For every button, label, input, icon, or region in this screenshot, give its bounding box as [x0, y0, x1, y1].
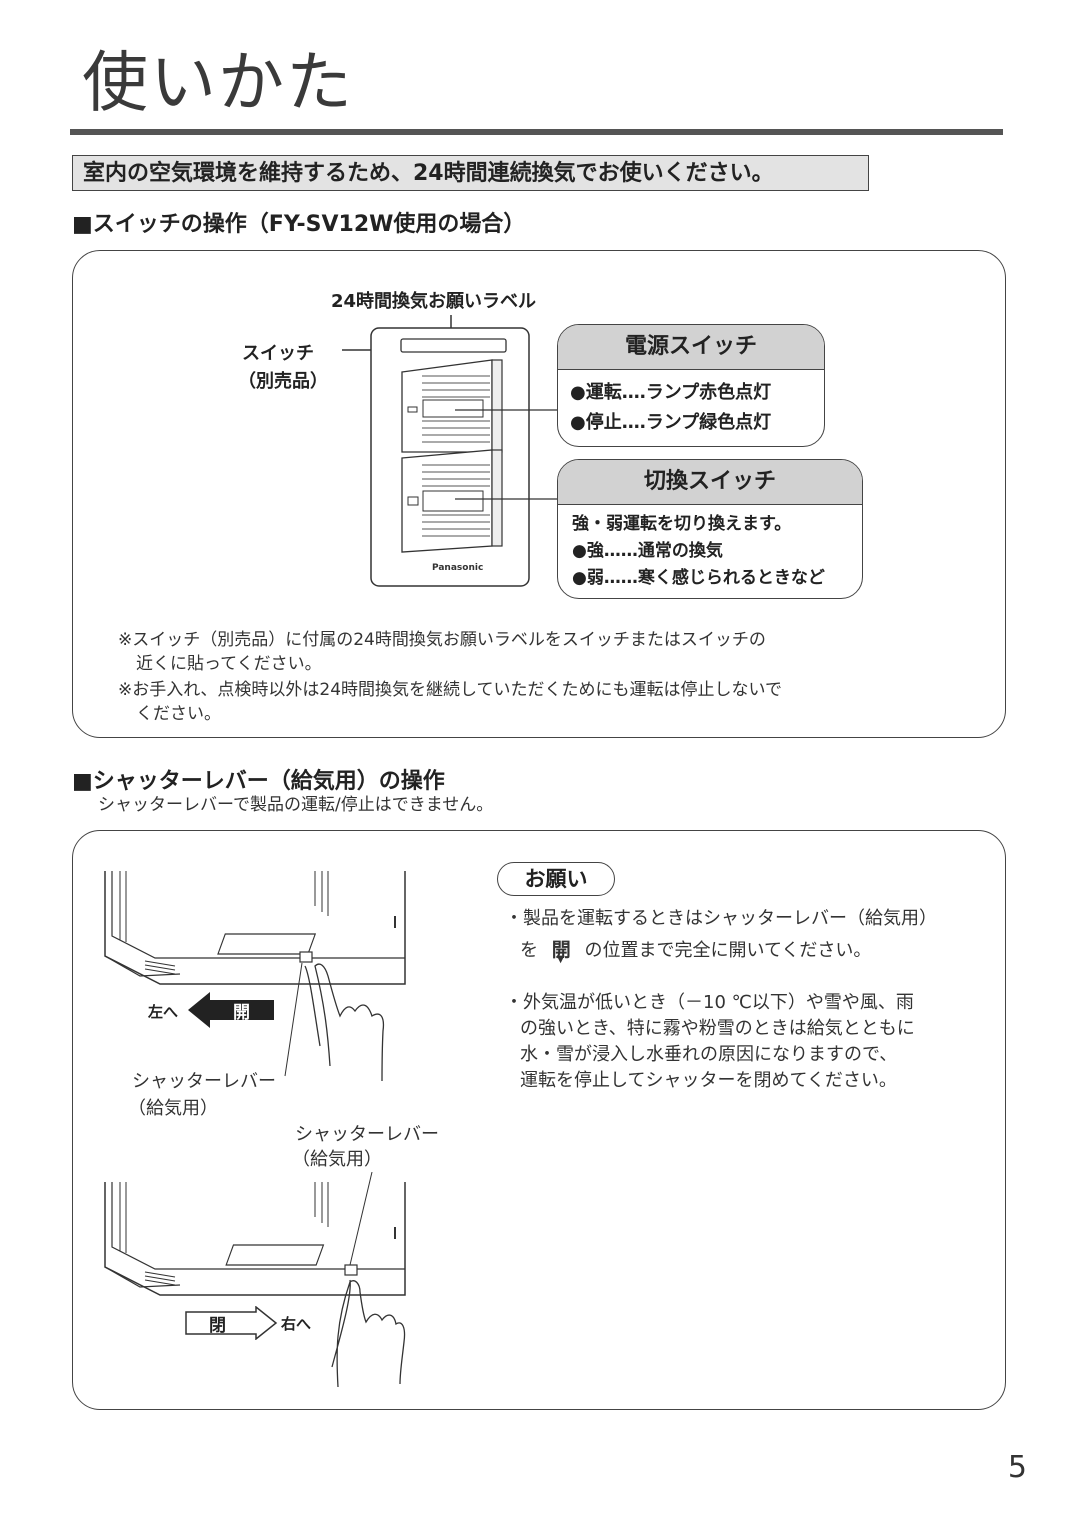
- request-para1-post: の位置まで完全に開いてください。: [584, 940, 872, 961]
- open-position-mark-text: 開: [551, 939, 571, 961]
- mode-switch-lead: 強・弱運転を切り換えます。: [572, 514, 792, 534]
- switch-note-2-cont: ください。: [136, 704, 221, 724]
- lever-label-lower-sub: （給気用）: [292, 1149, 382, 1170]
- page-number: 5: [1007, 1450, 1027, 1485]
- mode-switch-item-weak: ●弱‥‥‥寒く感じられるときなど: [572, 568, 825, 588]
- intro-banner: 室内の空気環境を維持するため、24時間連続換気でお使いください。: [72, 155, 869, 191]
- mode-switch-items: 強・弱運転を切り換えます。 ●強‥‥‥通常の換気 ●弱‥‥‥寒く感じられるときな…: [558, 505, 862, 592]
- lever-label-upper-sub: （給気用）: [128, 1098, 218, 1119]
- request-para1-line1: ・製品を運転するときはシャッターレバー（給気用）: [505, 908, 937, 929]
- request-para2-line2: の強いとき、特に霧や粉雪のときは給気とともに: [520, 1018, 915, 1039]
- close-arrow-label: 閉: [209, 1316, 226, 1336]
- open-position-mark: 開▼: [551, 935, 571, 965]
- shutter-section-heading: ■シャッターレバー（給気用）の操作: [72, 769, 445, 794]
- switch-note-1: ※スイッチ（別売品）に付属の24時間換気お願いラベルをスイッチまたはスイッチの: [118, 630, 766, 650]
- open-arrow-icon: [188, 992, 274, 1028]
- request-para2: ・外気温が低いとき（－10 ℃以下）や雪や風、雨 の強いとき、特に霧や粉雪のとき…: [505, 990, 915, 1094]
- request-badge: お願い: [497, 862, 615, 896]
- switch-label-sub: （別売品）: [238, 371, 328, 392]
- mode-switch-callout: 切換スイッチ 強・弱運転を切り換えます。 ●強‥‥‥通常の換気 ●弱‥‥‥寒く感…: [557, 459, 863, 599]
- switch-note-1-cont: 近くに貼ってください。: [136, 654, 322, 674]
- close-direction-label: 右へ: [281, 1315, 312, 1333]
- lever-label-upper: シャッターレバー: [132, 1071, 276, 1092]
- label-sticker-caption: 24時間換気お願いラベル: [331, 291, 537, 312]
- switch-note-2: ※お手入れ、点検時以外は24時間換気を継続していただくためにも運転は停止しないで: [118, 680, 783, 700]
- title-divider: [70, 129, 1003, 135]
- shutter-subtext: シャッターレバーで製品の運転/停止はできません。: [98, 795, 494, 815]
- close-arrow-icon: [185, 1306, 278, 1340]
- down-triangle-icon: ▼: [556, 954, 565, 965]
- request-para2-line1: ・外気温が低いとき（－10 ℃以下）や雪や風、雨: [505, 992, 914, 1013]
- switch-device-illustration: [342, 315, 558, 587]
- open-arrow-label: 開: [233, 1003, 250, 1023]
- mode-switch-title: 切換スイッチ: [558, 460, 862, 505]
- open-direction-label: 左へ: [148, 1003, 179, 1021]
- shutter-closed-illustration: [104, 1172, 406, 1388]
- lever-label-lower: シャッターレバー: [295, 1124, 439, 1145]
- switch-panel: [72, 250, 1006, 738]
- request-para1-pre: を: [520, 940, 538, 961]
- shutter-panel: [72, 830, 1006, 1410]
- request-para1-line2: を 開▼ の位置まで完全に開いてください。: [520, 935, 872, 965]
- power-switch-item-stop: ●停止‥‥ランプ緑色点灯: [570, 412, 772, 433]
- power-switch-item-run: ●運転‥‥ランプ赤色点灯: [570, 382, 772, 403]
- brand-logo: Panasonic: [432, 563, 484, 573]
- switch-label: スイッチ: [242, 343, 314, 364]
- mode-switch-item-strong: ●強‥‥‥通常の換気: [572, 541, 723, 561]
- power-switch-callout: 電源スイッチ ●運転‥‥ランプ赤色点灯 ●停止‥‥ランプ緑色点灯: [557, 324, 825, 447]
- shutter-open-illustration: [104, 871, 406, 1082]
- power-switch-items: ●運転‥‥ランプ赤色点灯 ●停止‥‥ランプ緑色点灯: [558, 370, 824, 438]
- switch-section-heading: ■スイッチの操作（FY-SV12W使用の場合）: [72, 212, 526, 237]
- power-switch-title: 電源スイッチ: [558, 325, 824, 370]
- request-para2-line3: 水・雪が浸入し水垂れの原因になりますので、: [520, 1044, 898, 1065]
- page-title: 使いかた: [82, 44, 354, 121]
- request-para2-line4: 運転を停止してシャッターを閉めてください。: [520, 1070, 897, 1091]
